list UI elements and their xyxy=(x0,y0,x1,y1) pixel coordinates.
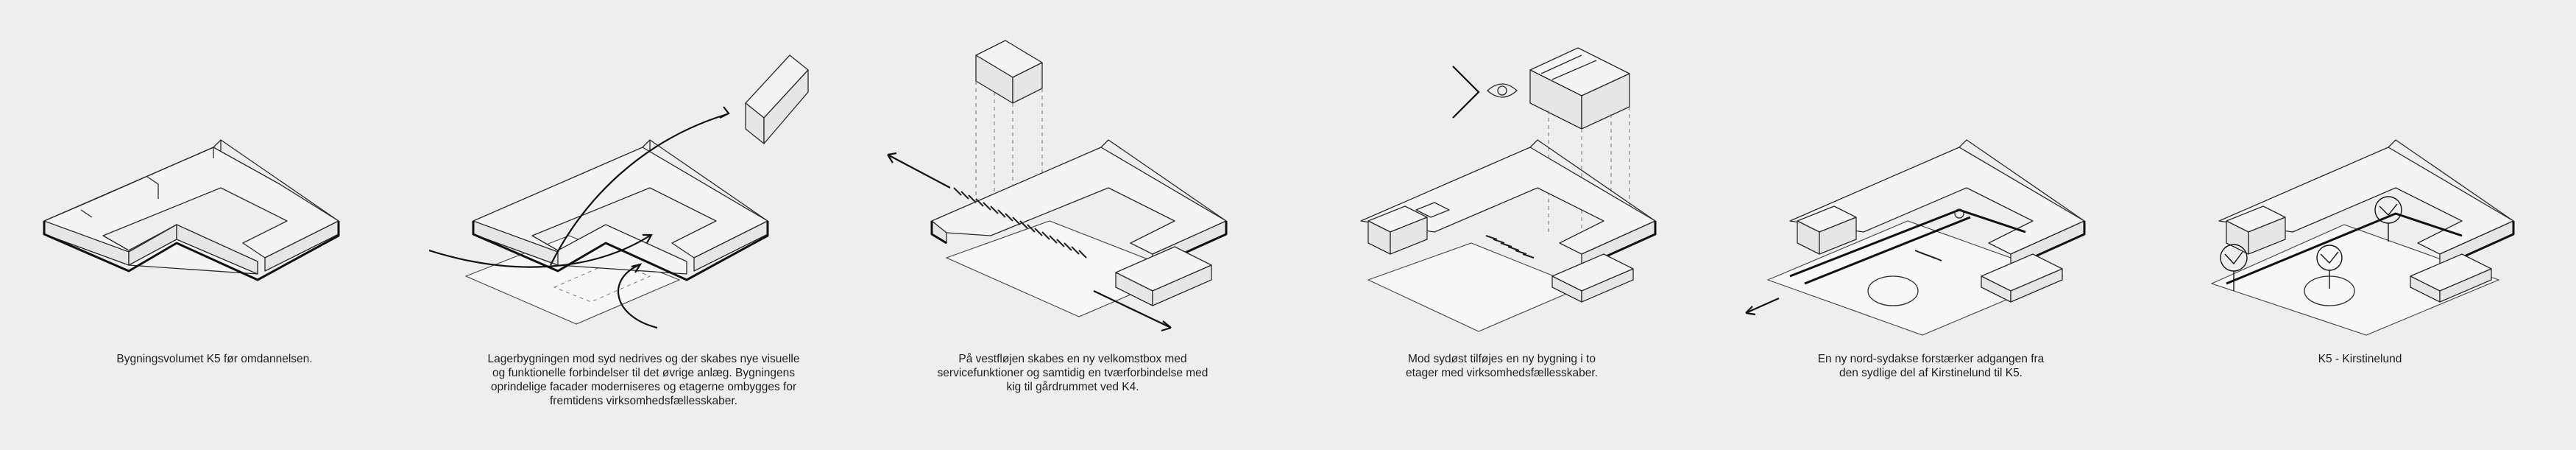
welcome-box xyxy=(975,40,1043,104)
caption-k5-kirstinelund: K5 - Kirstinelund xyxy=(2145,352,2575,366)
caption-demolition: Lagerbygningen mod syd nedrives og der s… xyxy=(429,352,858,408)
panel-north-south-axis: En ny nord-sydakse forstærker adgangen f… xyxy=(1716,0,2145,450)
axis-arrow-southwest xyxy=(1745,297,1780,314)
north-south-axis-drawing xyxy=(1745,139,2086,336)
caption-line: Lagerbygningen mod syd nedrives og der s… xyxy=(487,353,800,365)
u-volume-with-buildings xyxy=(1789,139,2086,303)
panel-k5-before: Bygningsvolumet K5 før omdannelsen. xyxy=(0,0,429,450)
panel-k5-kirstinelund: K5 - Kirstinelund xyxy=(2145,0,2575,450)
panel-new-building: Mod sydøst tilføjes en ny bygning i to e… xyxy=(1287,0,1716,450)
view-chevron-icon xyxy=(1452,66,1480,119)
caption-line: På vestfløjen skabes en ny velkomstbox m… xyxy=(958,353,1187,365)
new-building-footprint xyxy=(1551,253,1634,303)
caption-new-building: Mod sydøst tilføjes en ny bygning i to e… xyxy=(1287,352,1716,380)
caption-welcome-box: På vestfløjen skabes en ny velkomstbox m… xyxy=(858,352,1287,394)
new-building-drawing xyxy=(1360,47,1657,332)
connection-arrow-curve xyxy=(618,264,658,329)
cross-connection-hatch xyxy=(953,187,1087,259)
new-building-volume xyxy=(1529,47,1630,130)
north-south-path xyxy=(1789,208,2026,285)
floating-demolished-block xyxy=(745,55,809,144)
caption-line: Bygningsvolumet K5 før omdannelsen. xyxy=(116,353,313,365)
connection-arrow-up xyxy=(550,113,728,266)
new-annex-box xyxy=(1115,246,1212,306)
caption-line: servicefunktioner og samtidig en tværfor… xyxy=(937,367,1209,379)
k5-kirstinelund-drawing xyxy=(2210,139,2515,336)
complete-k5-volume xyxy=(2218,139,2515,303)
k5-volume-drawing xyxy=(43,139,340,281)
park-ground xyxy=(2210,224,2500,336)
caption-line: etager med virksomhedsfællesskaber. xyxy=(1405,367,1599,379)
south-plot xyxy=(1367,242,1583,332)
cross-axis-arrow-northwest xyxy=(887,154,951,189)
caption-line: En ny nord-sydakse forstærker adgangen f… xyxy=(1817,353,2045,365)
k5-u-shaped-volume xyxy=(43,139,340,281)
connection-arrow-side xyxy=(429,235,651,268)
tree-icon xyxy=(2220,244,2248,291)
welcome-box-drawing xyxy=(887,40,1228,332)
caption-k5-before: Bygningsvolumet K5 før omdannelsen. xyxy=(0,352,429,366)
caption-line: fremtidens virksomhedsfællesskaber. xyxy=(550,395,737,407)
panel-demolition: Lagerbygningen mod syd nedrives og der s… xyxy=(429,0,858,450)
demolition-drawing xyxy=(429,55,809,329)
caption-line: oprindelige facader moderniseres og etag… xyxy=(490,381,797,393)
tree-icon xyxy=(2374,196,2402,242)
caption-line: og funktionelle forbindelser til det øvr… xyxy=(492,367,795,379)
caption-line: den sydlige del af Kirstinelund til K5. xyxy=(1839,367,2023,379)
plaza-circle xyxy=(1867,275,1919,306)
cross-axis-arrow-southeast xyxy=(1093,290,1172,328)
eye-icon xyxy=(1487,83,1518,98)
caption-north-south-axis: En ny nord-sydakse forstærker adgangen f… xyxy=(1716,352,2145,380)
tree-icon xyxy=(2316,245,2343,289)
caption-line: kig til gårdrummet ved K4. xyxy=(1006,381,1139,393)
panel-welcome-box: På vestfløjen skabes en ny velkomstbox m… xyxy=(858,0,1287,450)
caption-line: K5 - Kirstinelund xyxy=(2318,353,2402,365)
caption-line: Mod sydøst tilføjes en ny bygning i to xyxy=(1407,353,1596,365)
